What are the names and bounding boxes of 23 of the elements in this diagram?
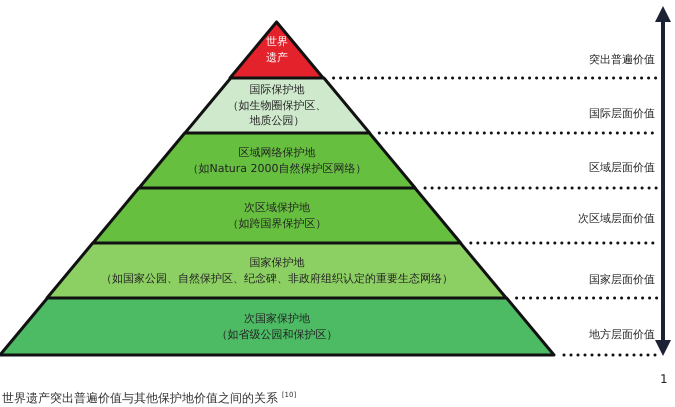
tier-title: 国家保护地 [249, 254, 304, 270]
caption: 世界遗产突出普遍价值与其他保护地价值之间的关系 $^{[10]}$ [2, 390, 296, 407]
tier-title: 次国家保护地 [244, 310, 310, 326]
tier-note: （如国家公园、自然保护区、纪念碑、非政府组织认定的重要生态网络） [100, 270, 453, 286]
tier-title: 次区域保护地 [244, 200, 310, 216]
pyramid-tier [0, 298, 554, 355]
value-label: 地方层面价值 [589, 327, 655, 342]
value-label: 国家层面价值 [589, 272, 655, 287]
value-label: 国际层面价值 [589, 106, 655, 121]
tier-title: 世界遗产 [264, 34, 289, 66]
page-number: 1 [660, 372, 668, 386]
tier-title: 区域网络保护地 [238, 144, 316, 160]
tier-note: （如省级公园和保护区） [216, 326, 338, 342]
value-label: 次区域层面价值 [578, 211, 655, 226]
pyramid-tier [93, 188, 461, 243]
pyramid-tier [138, 133, 416, 188]
tier-note: （如生物圈保护区、地质公园） [226, 98, 328, 130]
value-label: 区域层面价值 [589, 160, 655, 175]
value-label: 突出普遍价值 [589, 52, 655, 67]
tier-note: （如Natura 2000自然保护区网络） [187, 160, 366, 176]
tier-note: （如跨国界保护区） [227, 216, 326, 232]
pyramid-tier [47, 243, 507, 298]
tier-title: 国际保护地 [249, 82, 304, 98]
